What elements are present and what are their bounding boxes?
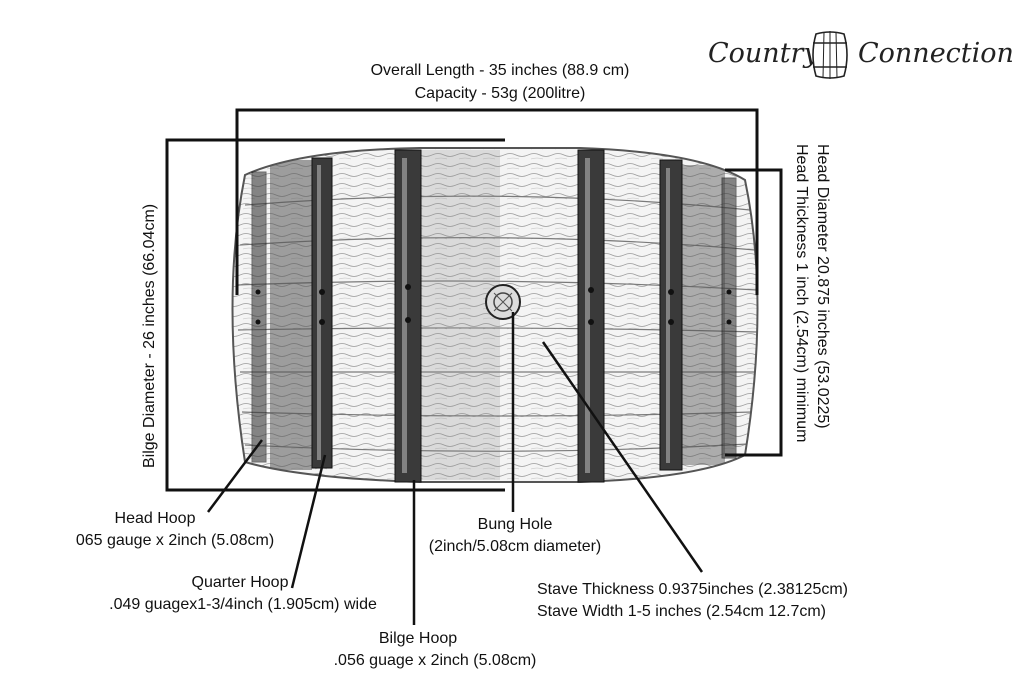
dimension-lines [165,108,783,492]
stave-width-label: Stave Width 1-5 inches (2.54cm 12.7cm) [537,603,827,620]
head-hoop-title: Head Hoop [114,510,196,527]
quarter-hoop-detail: .049 guagex1-3/4inch (1.905cm) wide [109,596,377,613]
bung-hole-detail: (2inch/5.08cm diameter) [428,538,602,555]
overall-length-label: Overall Length - 35 inches (88.9 cm) [370,62,630,79]
stave-thickness-label: Stave Thickness 0.9375inches (2.38125cm) [537,581,848,598]
bung-hole-title: Bung Hole [477,516,553,533]
head-hoop-detail: 065 gauge x 2inch (5.08cm) [75,532,275,549]
head-hoop-right [721,177,737,459]
bung-hole [485,284,521,320]
quarter-hoop-title: Quarter Hoop [191,574,289,591]
quarter-hoop-right [659,159,683,471]
bilge-hoop-left [394,149,422,483]
capacity-label: Capacity - 53g (200litre) [414,85,586,102]
bilge-diameter-label: Bilge Diameter - 26 inches (66.04cm) [141,203,158,468]
bilge-hoop-detail: .056 guage x 2inch (5.08cm) [333,652,537,669]
brand-left-word: Country [708,38,819,69]
head-thickness-label: Head Thickness 1 inch (2.54cm) minimum [793,144,810,443]
quarter-hoop-left [311,157,333,469]
barrel-icon [812,31,848,79]
bilge-hoop-right [577,149,605,483]
bilge-diameter-bracket [165,138,505,492]
head-diameter-label: Head Diameter 20.875 inches (53.0225) [814,144,831,429]
head-hoop-left [251,171,267,463]
bilge-hoop-title: Bilge Hoop [378,630,458,647]
overall-length-bracket [235,108,759,295]
leader-lines [207,312,704,625]
hoops [251,149,737,483]
brand-right-word: Connection [858,38,1014,69]
head-diameter-bracket [725,168,783,457]
